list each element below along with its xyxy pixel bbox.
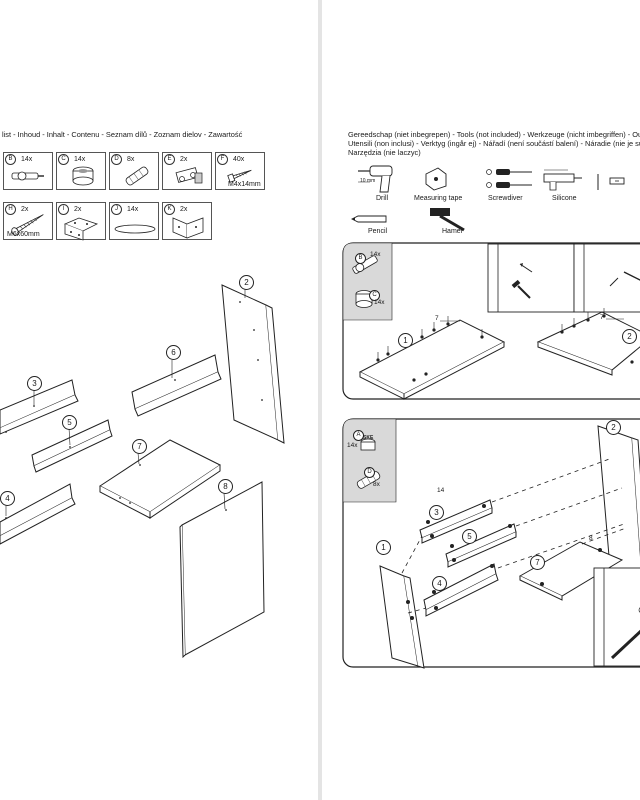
- step2-panel-5: 5: [462, 529, 477, 544]
- step2-part-a-tag: SKE: [363, 435, 374, 441]
- angle-bracket-icon: [172, 217, 204, 239]
- part-size: M6x60mm: [7, 231, 40, 238]
- tools-header-line-3: Narzędzia (nie laczyc): [348, 148, 421, 157]
- panel-callout-3: 3: [27, 376, 42, 391]
- shelf-disc-icon: [114, 224, 156, 234]
- step1-part-b-letter: B: [355, 253, 366, 264]
- step1-panel-2: 2: [622, 329, 637, 344]
- contents-header: list - Inhoud - Inhalt - Contenu - Sezna…: [2, 130, 243, 139]
- pencil-label: Pencil: [368, 228, 388, 235]
- long-screw-icon: [11, 214, 44, 236]
- silicone-label: Silicone: [552, 195, 577, 202]
- part-letter: F: [217, 154, 228, 165]
- panel-2: [221, 284, 285, 444]
- panel-4: [0, 483, 76, 545]
- part-letter: E: [164, 154, 175, 165]
- part-letter: J: [111, 204, 122, 215]
- page-gutter: [318, 0, 322, 800]
- part-letter: C: [58, 154, 69, 165]
- part-qty: 2x: [21, 206, 29, 213]
- step1-count-right: 7: [600, 314, 604, 321]
- part-f-box: F 40x M4x14mm: [215, 152, 265, 190]
- step2-panel-3: 3: [429, 505, 444, 520]
- part-i-box: I 2x: [56, 202, 106, 241]
- panel-7: [99, 439, 221, 519]
- hammer-icon: [430, 208, 465, 232]
- part-b-box: B 14x: [3, 152, 53, 190]
- panel-callout-5: 5: [62, 415, 77, 430]
- part-letter: I: [58, 204, 69, 215]
- part-qty: 14x: [74, 156, 86, 163]
- step1-part-c-letter: C: [369, 290, 380, 301]
- step1-panel-1: 1: [398, 333, 413, 348]
- corner-bracket-icon: [63, 217, 99, 241]
- part-k-box: K 2x: [162, 202, 212, 240]
- drill-label: Drill: [376, 195, 389, 202]
- part-letter: D: [111, 154, 122, 165]
- right-manual-page: Gereedschap (niet inbegrepen) - Tools (n…: [322, 0, 640, 800]
- part-h-box: H 2x M6x60mm: [3, 202, 53, 240]
- step2-part-a-letter: A: [353, 430, 364, 441]
- hinge-icon: [175, 167, 203, 184]
- part-qty: 14x: [21, 156, 33, 163]
- part-letter: K: [164, 204, 175, 215]
- part-c-box: C 14x: [56, 152, 106, 190]
- step2-part-d-letter: D: [364, 467, 375, 478]
- level-icon: [597, 174, 625, 190]
- part-qty: 2x: [74, 206, 82, 213]
- part-qty: 2x: [180, 206, 188, 213]
- panel-6: [131, 354, 222, 417]
- hammer-label: Hamer: [442, 228, 464, 235]
- panel-callout-2: 2: [239, 275, 254, 290]
- dowel-pin-icon: [125, 166, 149, 186]
- step1-part-b-qty: 14x: [370, 251, 381, 258]
- screw-icon: [227, 169, 252, 183]
- panel-callout-4: 4: [0, 491, 15, 506]
- panel-callout-8: 8: [218, 479, 233, 494]
- left-manual-page: list - Inhoud - Inhalt - Contenu - Sezna…: [0, 0, 318, 800]
- step2-count-a: 14: [437, 487, 445, 494]
- silicone-gun-icon: [543, 169, 582, 191]
- wooden-dowel-icon: [11, 171, 44, 181]
- panel-8: [179, 481, 265, 659]
- panel-callout-7: 7: [132, 439, 147, 454]
- step2-part-a-qty: 14x: [347, 442, 358, 449]
- step2-panel-2: 2: [606, 420, 621, 435]
- step1-part-c-qty: 14x: [374, 299, 385, 306]
- step2-part-d-qty: 8x: [373, 481, 380, 488]
- tools-header-line-1: Gereedschap (niet inbegrepen) - Tools (n…: [348, 130, 640, 139]
- part-d-box: D 8x: [109, 152, 159, 190]
- panel-5: [31, 419, 113, 473]
- part-qty: 40x: [233, 156, 245, 163]
- part-letter: B: [5, 154, 16, 165]
- part-qty: 8x: [127, 156, 135, 163]
- part-letter: H: [5, 204, 16, 215]
- step2-count-d: 8: [589, 535, 593, 542]
- part-qty: 2x: [180, 156, 188, 163]
- step2-panel-1: 1: [376, 540, 391, 555]
- step-1-frame: [342, 242, 640, 400]
- part-e-box: E 2x: [162, 152, 212, 190]
- drill-icon: [358, 165, 393, 193]
- step2-panel-7: 7: [530, 555, 545, 570]
- part-size: M4x14mm: [228, 181, 261, 188]
- panels-exploded-view: [0, 284, 285, 659]
- step1-count-left: 7: [435, 315, 439, 322]
- screwdriver-label: Screwdiver: [488, 195, 523, 202]
- measuring-tape-label: Measuring tape: [414, 195, 463, 202]
- part-qty: 14x: [127, 206, 139, 213]
- pencil-icon: [350, 215, 387, 223]
- panel-3: [0, 379, 79, 435]
- panel-callout-6: 6: [166, 345, 181, 360]
- part-j-box: J 14x: [109, 202, 159, 240]
- screwdriver-icon: [486, 169, 532, 188]
- step2-panel-4: 4: [432, 576, 447, 591]
- drill-size-note: 10 mm: [360, 178, 376, 184]
- measuring-tape-icon: [425, 167, 447, 191]
- tools-header-line-2: Utensili (non inclusi) - Verktyg (ingår …: [348, 139, 640, 148]
- cam-lock-icon: [72, 166, 94, 186]
